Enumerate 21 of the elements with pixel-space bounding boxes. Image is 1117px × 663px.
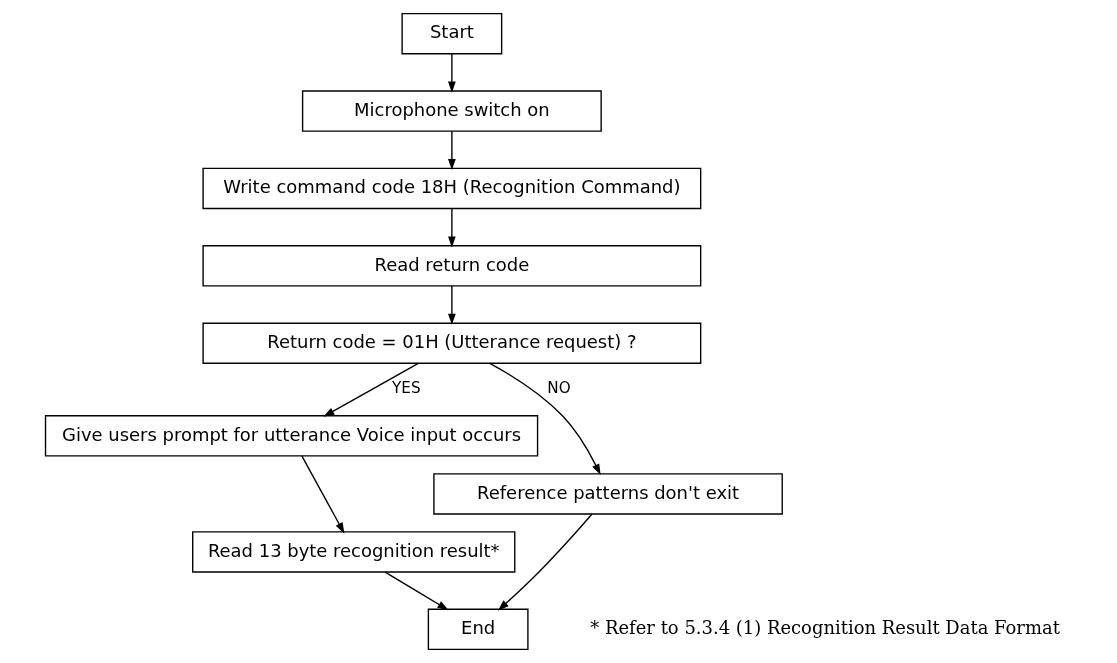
arrow: [497, 513, 593, 611]
node-box: Return code = 01H (Utterance request) ?: [201, 322, 701, 364]
arrow: [383, 571, 449, 611]
node-box: Start: [400, 12, 502, 55]
edge-label: YES: [391, 379, 421, 398]
arrow: [447, 285, 456, 325]
node-box: Read 13 byte recognition result*: [191, 531, 515, 573]
node-box: End: [427, 608, 529, 651]
node-box: Microphone switch on: [301, 90, 602, 132]
label: * Refer to 5.3.4 (1) Recognition Result Data Format: [589, 617, 1060, 639]
edge-label: NO: [546, 379, 571, 398]
arrow: [447, 208, 456, 248]
arrow: [488, 362, 601, 476]
arrow: [447, 53, 456, 93]
arrow: [300, 455, 344, 534]
node-box: Reference patterns don't exit: [432, 473, 783, 515]
arrow: [322, 362, 419, 417]
node-box: Give users prompt for utterance Voice input occurs: [44, 415, 538, 457]
node-box: Read return code: [201, 245, 701, 287]
node-box: Write command code 18H (Recognition Command): [201, 167, 701, 210]
arrow: [447, 130, 456, 171]
